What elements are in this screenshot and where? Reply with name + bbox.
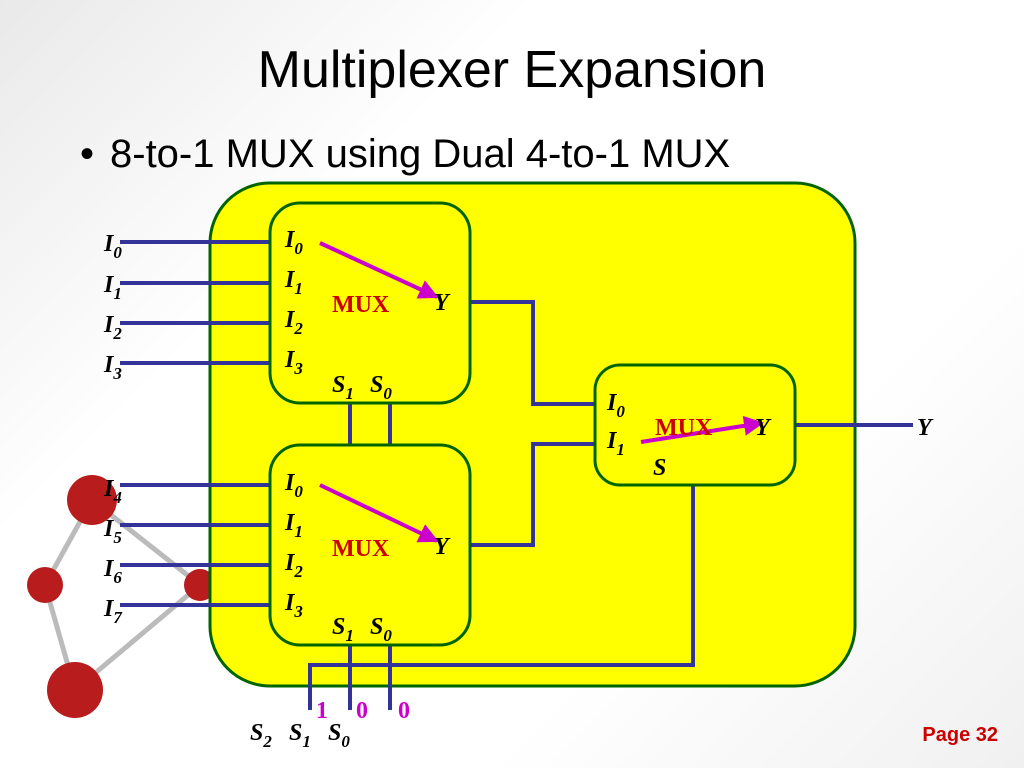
route-arrow-icon bbox=[640, 415, 764, 444]
page-number: Page 32 bbox=[922, 724, 998, 746]
mux-final-select: S bbox=[653, 455, 666, 481]
molecule-decoration bbox=[27, 475, 216, 718]
select-label-s2: S2 bbox=[250, 720, 272, 751]
ext-input-label-5: I5 bbox=[103, 516, 122, 547]
mux-top-select-1: S1 bbox=[332, 372, 354, 403]
mux-bottom-box bbox=[268, 443, 472, 647]
mux-bottom-input-2: I2 bbox=[284, 550, 303, 581]
mux-top-input-1: I1 bbox=[284, 267, 303, 298]
bullet-dot-icon: • bbox=[80, 132, 95, 176]
mux-top-input-0: I0 bbox=[284, 227, 303, 258]
wires bbox=[120, 240, 913, 710]
molecule-sphere-icon bbox=[67, 475, 117, 525]
molecule-sphere-icon bbox=[47, 662, 103, 718]
ext-input-label-6: I6 bbox=[103, 556, 122, 587]
route-arrow-icon bbox=[319, 483, 439, 543]
ext-input-label-3: I3 bbox=[103, 352, 122, 383]
select-value-s1: 0 bbox=[356, 698, 368, 724]
molecule-sphere-icon bbox=[184, 569, 216, 601]
select-value-s0: 0 bbox=[398, 698, 410, 724]
mux-final-input-1: I1 bbox=[606, 428, 625, 459]
mux-bottom-select-1: S1 bbox=[332, 614, 354, 645]
mux-top-output: Y bbox=[434, 290, 451, 316]
slide-title: Multiplexer Expansion bbox=[257, 41, 767, 99]
ext-output-label: Y bbox=[917, 415, 934, 441]
ext-input-label-4: I4 bbox=[103, 476, 122, 507]
mux-top-input-2: I2 bbox=[284, 307, 303, 338]
ext-input-label-7: I7 bbox=[103, 596, 123, 627]
mux-final-box bbox=[593, 363, 797, 487]
mux-final-label: MUX bbox=[655, 415, 713, 441]
mux-bottom-input-1: I1 bbox=[284, 510, 303, 541]
route-arrow-icon bbox=[319, 241, 439, 299]
mux-top-select-0: S0 bbox=[370, 372, 392, 403]
mux-bottom-input-0: I0 bbox=[284, 470, 303, 501]
ext-input-label-0: I0 bbox=[103, 231, 122, 262]
mux-bottom-label: MUX bbox=[332, 536, 390, 562]
mux-bottom-input-3: I3 bbox=[284, 590, 303, 621]
ext-input-label-1: I1 bbox=[103, 272, 122, 303]
select-label-s1: S1 bbox=[289, 720, 311, 751]
mux-bottom-output: Y bbox=[434, 534, 451, 560]
select-label-s0: S0 bbox=[328, 720, 350, 751]
mux-top-box bbox=[268, 201, 472, 405]
bullet-text: 8-to-1 MUX using Dual 4-to-1 MUX bbox=[110, 132, 731, 176]
ext-input-label-2: I2 bbox=[103, 312, 122, 343]
mux-top-label: MUX bbox=[332, 292, 390, 318]
select-value-s2: 1 bbox=[316, 698, 328, 724]
mux-final-output: Y bbox=[755, 415, 772, 441]
mux-bottom-select-0: S0 bbox=[370, 614, 392, 645]
mux-final-input-0: I0 bbox=[606, 390, 625, 421]
molecule-sphere-icon bbox=[27, 567, 63, 603]
mux-top-input-3: I3 bbox=[284, 347, 303, 378]
bullet-item: • 8-to-1 MUX using Dual 4-to-1 MUX bbox=[80, 132, 730, 177]
